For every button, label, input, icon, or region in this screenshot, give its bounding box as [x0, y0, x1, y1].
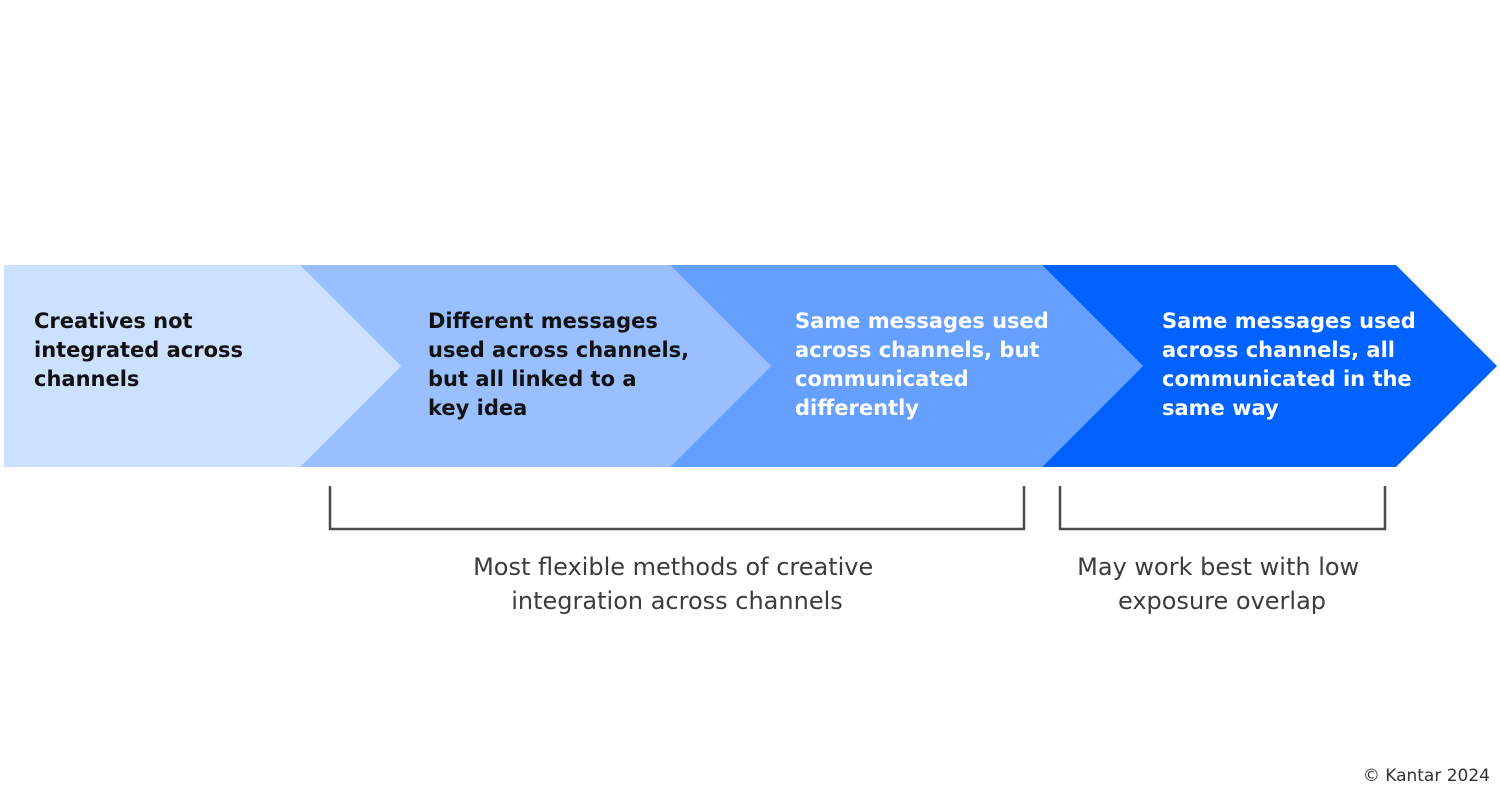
step-2-line-3: but all linked to a	[428, 367, 637, 391]
flexible-methods-bracket	[328, 486, 1026, 531]
step-1-chevron	[4, 265, 401, 467]
step-3-line-2: across channels, but	[795, 338, 1039, 362]
step-1-line-1: Creatives not	[34, 309, 193, 333]
step-2-line-4: key idea	[428, 396, 527, 420]
step-3-chevron	[670, 265, 1143, 467]
step-4-line-3: communicated in the	[1162, 367, 1412, 391]
step-3-line-4: differently	[795, 396, 919, 420]
step-3-line-3: communicated	[795, 367, 969, 391]
step-1-line-2: integrated across	[34, 338, 243, 362]
step-2-line-2: used across channels,	[428, 338, 689, 362]
step-1-label: Creatives not integrated across channels	[34, 309, 250, 391]
copyright-notice: © Kantar 2024	[1363, 766, 1490, 786]
step-4-line-2: across channels, all	[1162, 338, 1395, 362]
low-overlap-caption: May work best with low exposure overlap	[1077, 553, 1367, 615]
step-4-line-1: Same messages used	[1162, 309, 1416, 333]
step-4-chevron	[1042, 265, 1497, 467]
low-overlap-caption-line-2: exposure overlap	[1118, 587, 1326, 615]
step-3-label: Same messages used across channels, but …	[795, 309, 1056, 420]
step-2-label: Different messages used across channels,…	[428, 309, 696, 420]
low-overlap-bracket	[1058, 486, 1387, 531]
flexible-methods-caption: Most flexible methods of creative integr…	[473, 553, 881, 615]
flexible-methods-caption-line-1: Most flexible methods of creative	[473, 553, 873, 581]
low-overlap-caption-line-1: May work best with low	[1077, 553, 1359, 581]
step-4-label: Same messages used across channels, all …	[1162, 309, 1423, 420]
step-2-line-1: Different messages	[428, 309, 658, 333]
step-3-line-1: Same messages used	[795, 309, 1049, 333]
flexible-methods-caption-line-2: integration across channels	[511, 587, 843, 615]
step-1-line-3: channels	[34, 367, 139, 391]
step-2-chevron	[300, 265, 771, 467]
step-4-line-4: same way	[1162, 396, 1279, 420]
